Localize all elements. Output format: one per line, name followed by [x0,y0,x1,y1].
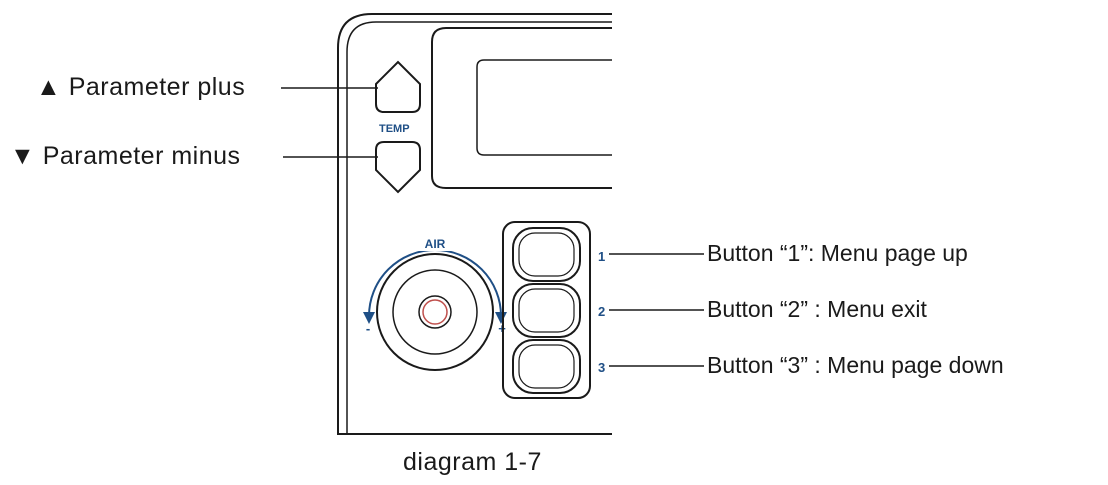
button3-label: Button “3” : Menu page down [707,352,1004,378]
knob-minus-sign: - [366,321,370,336]
temp-label: TEMP [379,123,410,135]
menu-button-3[interactable] [512,339,581,394]
parameter-minus-label: ▼ Parameter minus [10,142,241,170]
device-housing [337,13,612,435]
air-label: AIR [425,237,446,251]
menu-button-1[interactable] [512,227,581,282]
button-number-2: 2 [598,304,605,319]
button1-label: Button “1”: Menu page up [707,240,968,266]
air-knob[interactable] [376,253,494,371]
parameter-plus-button[interactable] [375,60,421,113]
menu-button-2[interactable] [512,283,581,338]
parameter-plus-label: ▲ Parameter plus [36,73,246,101]
menu-button-frame [502,221,591,399]
button2-label: Button “2” : Menu exit [707,296,927,322]
button-number-3: 3 [598,360,605,375]
display-screen [476,59,612,156]
air-arc-arrow-left [363,312,375,324]
display-frame [431,27,612,189]
button-number-1: 1 [598,249,605,264]
device-inner-edge [346,21,612,434]
parameter-minus-button[interactable] [375,141,421,194]
diagram-caption: diagram 1-7 [403,448,542,476]
